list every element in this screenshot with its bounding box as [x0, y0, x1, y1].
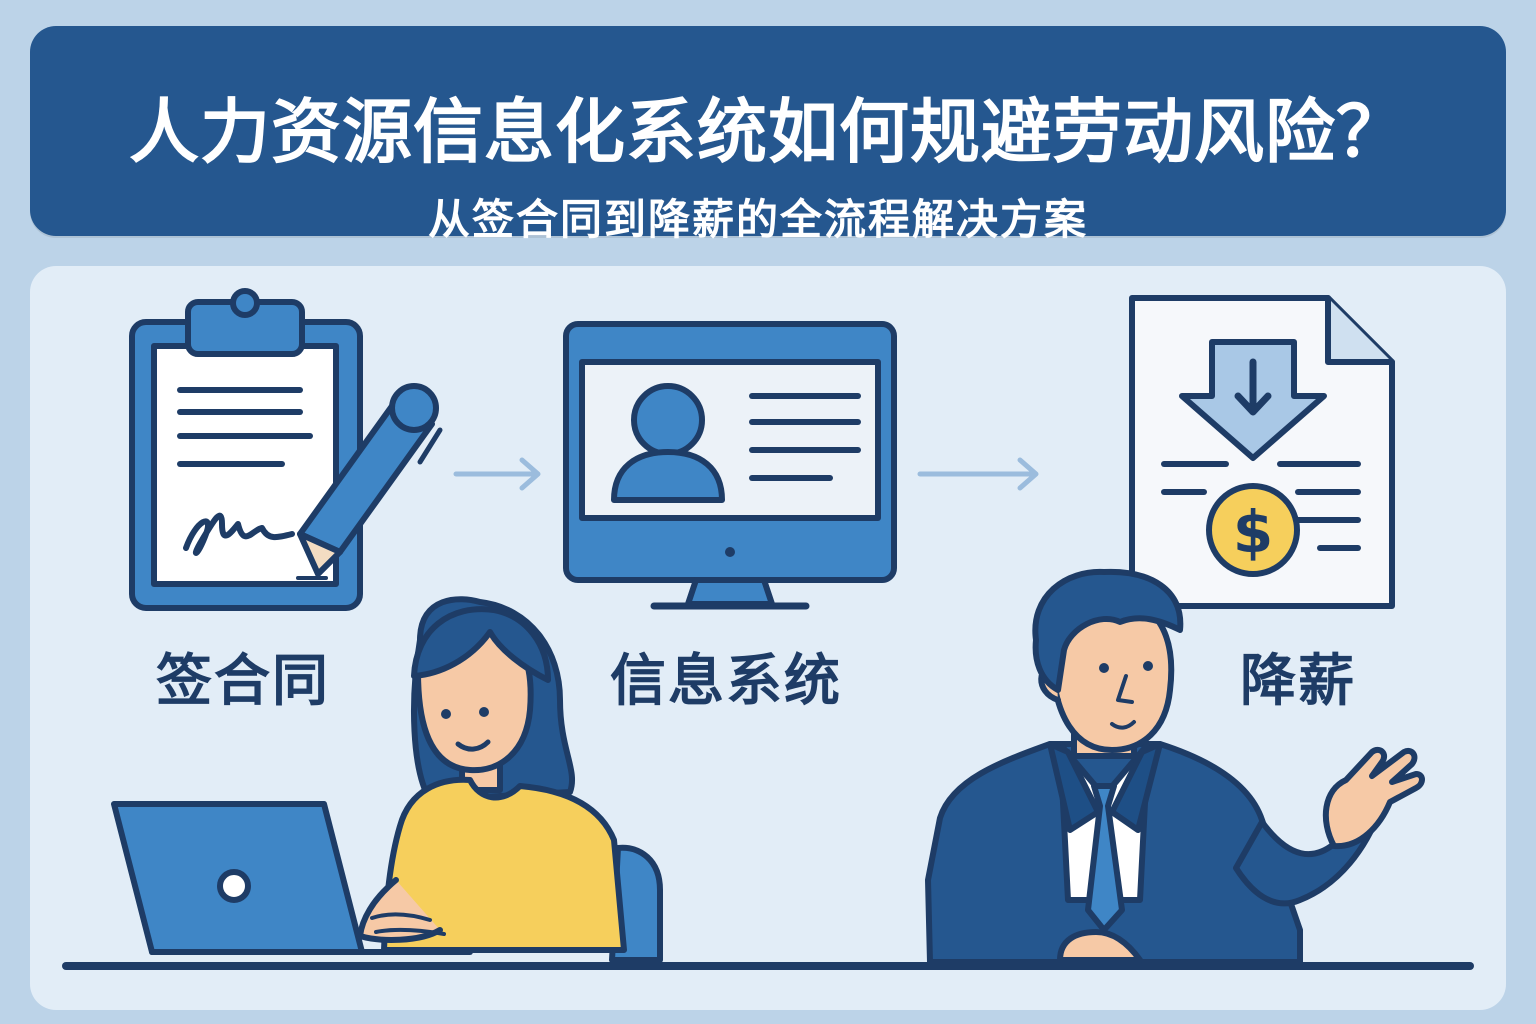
- page-title: 人力资源信息化系统如何规避劳动风险？: [129, 91, 1407, 173]
- arrow-icon: [917, 457, 1039, 491]
- step-label-contract: 签合同: [156, 649, 330, 714]
- salary-decrease-document-icon: [1129, 295, 1395, 609]
- dollar-coin-icon: $: [1233, 498, 1273, 566]
- page-subtitle: 从签合同到降薪的全流程解决方案: [427, 195, 1088, 244]
- man-character: [925, 568, 1425, 965]
- woman-character: [111, 596, 663, 963]
- header-banner: 人力资源信息化系统如何规避劳动风险？ 从签合同到降薪的全流程解决方案: [30, 26, 1506, 244]
- monitor-profile-icon: [563, 321, 897, 610]
- pen-icon: [297, 383, 443, 577]
- step-label-system: 信息系统: [610, 649, 842, 714]
- step-label-salary: 降薪: [1240, 649, 1356, 714]
- arrow-icon: [453, 457, 541, 491]
